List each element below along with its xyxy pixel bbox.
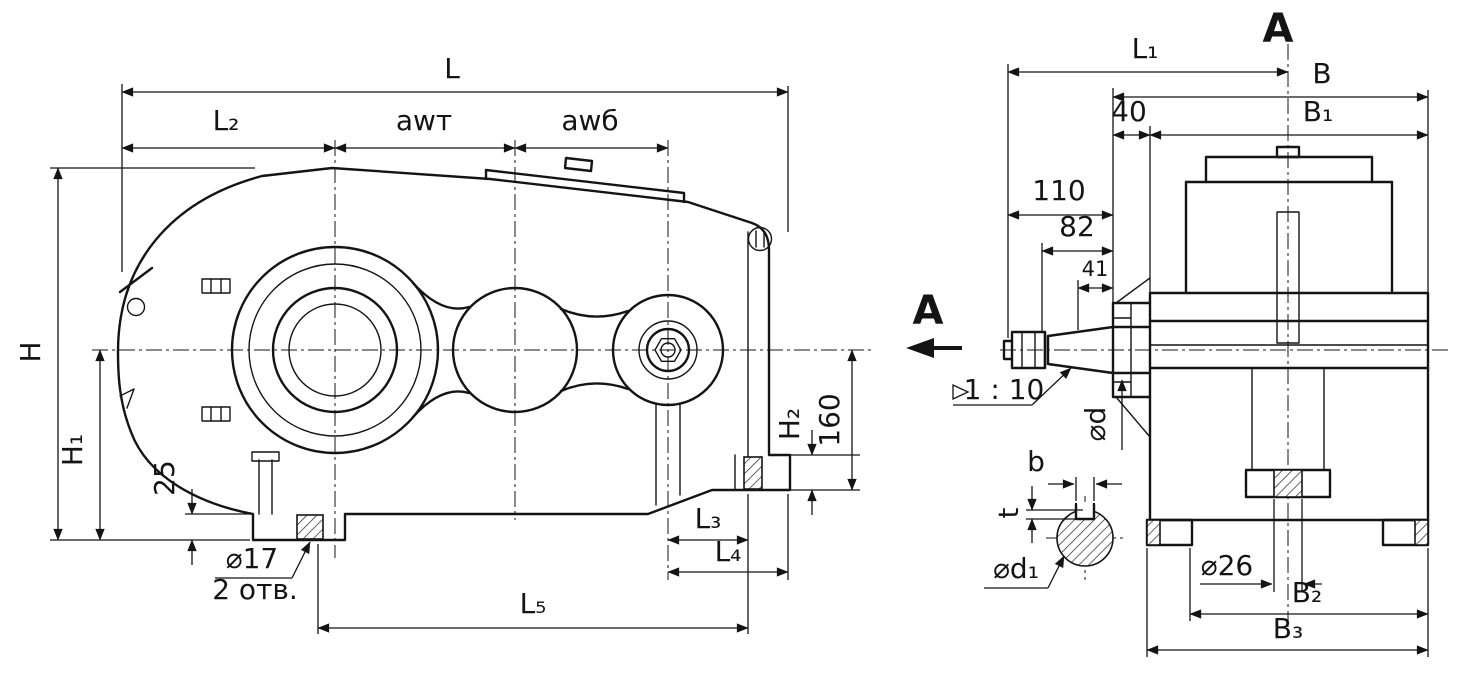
hub-bolt-section — [1273, 469, 1303, 498]
bearing-boss-middle — [451, 286, 579, 414]
vertical-keyway-slot — [1276, 211, 1300, 344]
shaft-nut — [1010, 330, 1047, 370]
dim-label-H: H — [14, 341, 47, 362]
foundation-bolt-section-right — [743, 456, 763, 490]
end-view-shaft — [1002, 277, 1152, 438]
hex-bolt-icon — [654, 338, 682, 362]
dim-label-25: 25 — [148, 460, 181, 496]
dim-label-L3: L₃ — [695, 502, 722, 535]
dim-label-40: 40 — [1111, 95, 1147, 128]
end-view: A A L₁ B 40 B₁ 110 82 41 1 : 10 ⌀d b t ⌀… — [906, 6, 1452, 657]
view-label-A-top: A — [1263, 6, 1294, 52]
side-view-housing — [116, 156, 792, 542]
dim-label-d1: ⌀d₁ — [993, 552, 1039, 585]
foundation-bolt-section-left — [296, 514, 324, 540]
end-view-housing — [1145, 145, 1430, 547]
dim-label-awb: awб — [561, 104, 618, 137]
dim-label-L1: L₁ — [1132, 32, 1159, 65]
tapered-shaft-end — [1046, 325, 1115, 375]
dim-label-d17: ⌀17 — [226, 542, 279, 575]
dim-label-d26: ⌀26 — [1201, 549, 1254, 582]
dim-label-B1: B₁ — [1303, 95, 1333, 128]
dim-label-d: ⌀d — [1079, 407, 1112, 442]
dim-label-L2: L₂ — [213, 104, 240, 137]
dim-label-t: t — [992, 507, 1025, 518]
keyway-section-detail — [1056, 502, 1114, 567]
dim-label-41: 41 — [1082, 257, 1109, 281]
lug — [118, 266, 154, 294]
side-view-dimensions: L L₂ awт awб H H₁ 25 ⌀17 2 отв. L₃ L₄ L₅… — [14, 52, 860, 634]
dim-label-110: 110 — [1032, 174, 1085, 207]
dim-label-82: 82 — [1059, 210, 1095, 243]
dim-label-L5: L₅ — [520, 587, 547, 620]
dim-label-taper: 1 : 10 — [964, 373, 1045, 406]
dim-label-H1: H₁ — [56, 434, 89, 466]
dim-label-b: b — [1027, 445, 1045, 478]
inspection-cover — [484, 168, 686, 204]
dim-label-awt: awт — [396, 104, 452, 137]
dim-label-holes-note: 2 отв. — [212, 573, 298, 606]
bearing-boss-large — [230, 245, 440, 455]
dim-label-H2: H₂ — [773, 408, 806, 440]
keyway-notch — [1074, 502, 1096, 521]
dim-label-B: B — [1312, 57, 1331, 90]
side-view-bearing-bosses — [230, 245, 725, 455]
view-label-A-side: A — [913, 288, 944, 334]
screw — [747, 226, 773, 252]
view-direction-arrow-icon — [906, 338, 962, 358]
dim-label-B2: B₂ — [1292, 576, 1322, 609]
side-view: L L₂ awт awб H H₁ 25 ⌀17 2 отв. L₃ L₄ L₅… — [14, 52, 872, 634]
taper-symbol-icon — [952, 383, 970, 401]
bearing-boss-small — [611, 293, 725, 407]
breather-plug — [563, 156, 594, 173]
end-view-dimensions: A A L₁ B 40 B₁ 110 82 41 1 : 10 ⌀d b t ⌀… — [906, 6, 1429, 657]
breather-plug — [1275, 145, 1301, 159]
dim-label-L4: L₄ — [715, 535, 742, 568]
dim-label-L: L — [444, 52, 460, 85]
dim-label-B3: B₃ — [1273, 612, 1303, 645]
dim-label-160: 160 — [813, 393, 846, 446]
